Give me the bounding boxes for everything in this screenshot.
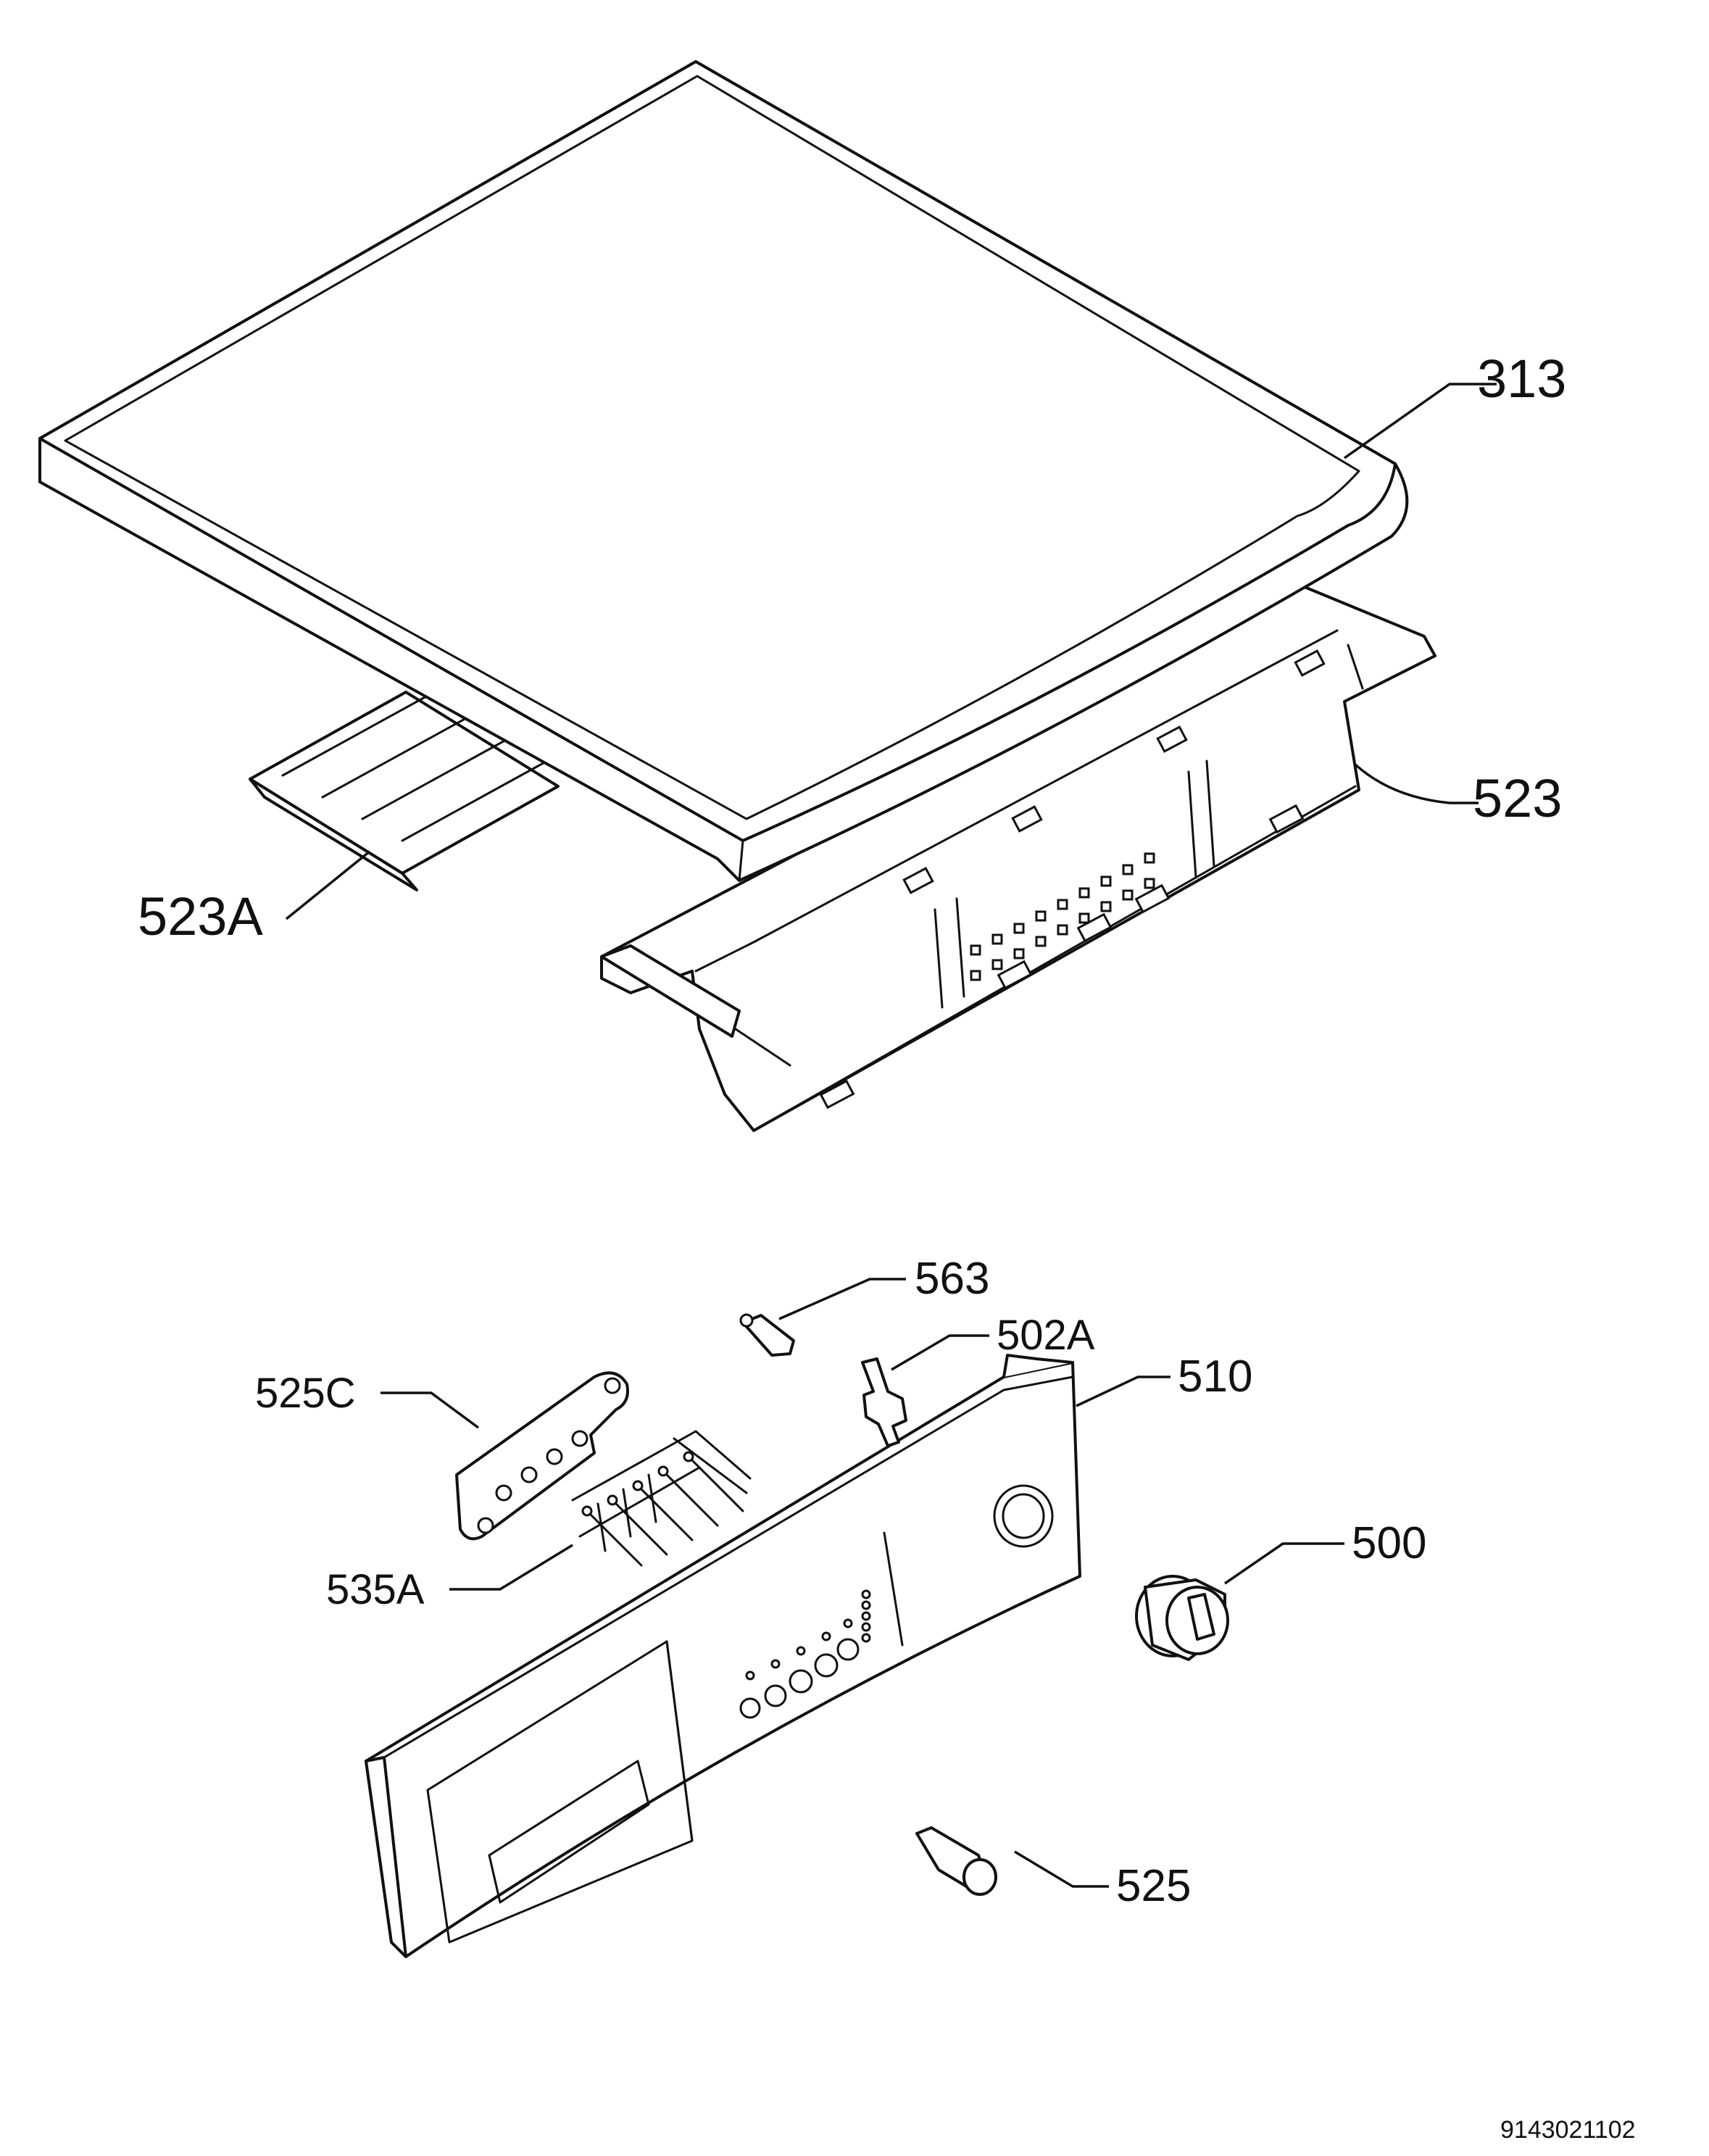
leader-510: [1076, 1375, 1170, 1407]
leader-535A: [449, 1544, 573, 1591]
leader-502A: [891, 1334, 989, 1371]
callout-525: 525: [1116, 1861, 1191, 1911]
leader-523: [1354, 763, 1479, 804]
leader-525: [1014, 1850, 1109, 1888]
callout-525C: 525C: [255, 1370, 356, 1417]
callout-labels: 313 523 523A 563 502A 525C 510 500 535A …: [138, 349, 1566, 1911]
part-502A-coupling: [861, 1357, 907, 1447]
callout-535A: 535A: [326, 1566, 425, 1613]
leader-563: [778, 1278, 906, 1320]
callout-563: 563: [915, 1254, 989, 1304]
callout-523A: 523A: [138, 886, 263, 946]
part-525-plunger: [915, 1826, 997, 1896]
vent-holes: [970, 852, 1155, 981]
leader-525C: [381, 1391, 480, 1429]
leader-500: [1224, 1542, 1344, 1585]
leader-lines: [285, 383, 1497, 1888]
callout-500: 500: [1352, 1518, 1426, 1568]
part-500-knob: [1135, 1575, 1229, 1661]
document-id: 9143021102: [1500, 2116, 1636, 2144]
part-535A-light-guides: [571, 1430, 752, 1567]
part-313-lid: [38, 60, 1409, 882]
callout-313: 313: [1477, 349, 1566, 409]
part-523A-hinge-strip: [249, 691, 560, 891]
leader-313: [1343, 383, 1497, 459]
part-510-control-panel: [365, 1354, 1081, 1958]
callout-523: 523: [1473, 768, 1562, 828]
callout-502A: 502A: [997, 1312, 1095, 1359]
leader-523A: [285, 850, 371, 920]
part-523-rear-frame: [600, 586, 1436, 1132]
part-563-pin: [739, 1313, 795, 1357]
part-525C-led-bracket: [455, 1371, 629, 1541]
callout-510: 510: [1178, 1352, 1252, 1402]
